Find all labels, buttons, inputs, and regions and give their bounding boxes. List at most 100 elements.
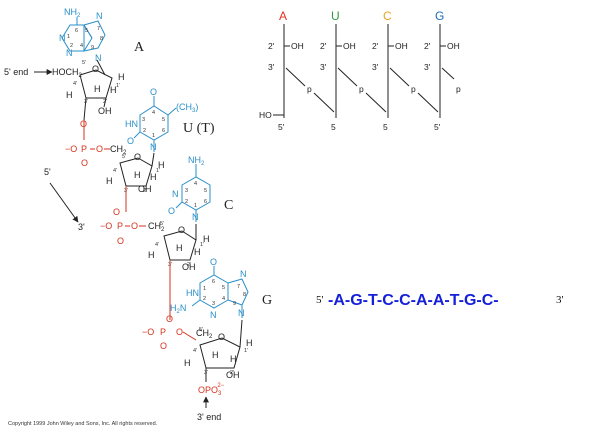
- sugar-position: 5': [122, 154, 126, 160]
- schematic-base-u: U: [331, 9, 340, 23]
- h-atom: H: [106, 176, 113, 186]
- uracil-o2: O: [127, 136, 134, 146]
- three-prime-label: 3': [372, 62, 379, 72]
- two-prime-label: 2': [268, 41, 275, 51]
- three-prime-label: 3': [424, 62, 431, 72]
- oh-group: OH: [226, 370, 240, 380]
- ring-number: 3: [142, 117, 145, 123]
- phosphate-p-label: p: [307, 84, 312, 94]
- schematic-strand: A U C G 2' OH 2' OH 2' OH 2' OH 3' 3' 3'…: [259, 9, 461, 132]
- phosphate-oxygen: O: [117, 236, 124, 246]
- ring-oxygen: O: [92, 64, 99, 74]
- ring-number: 9: [233, 301, 236, 307]
- h-atom: H: [203, 234, 210, 244]
- h-atom: H: [176, 243, 183, 253]
- hoch2-label: HOCH2: [52, 67, 83, 79]
- h-atom: H: [184, 358, 191, 368]
- ring-oxygen: O: [134, 152, 141, 162]
- phosphate-p: P: [117, 221, 123, 231]
- ring-number: 7: [237, 284, 240, 290]
- ring-number: 6: [212, 279, 215, 285]
- ring-oxygen: O: [178, 225, 185, 235]
- h-atom: H: [134, 170, 141, 180]
- three-prime-label: 3': [320, 62, 327, 72]
- h-atom: H: [94, 84, 101, 94]
- ring-number: 5: [162, 117, 165, 123]
- adenine-n7: N: [96, 11, 103, 21]
- five-prime-label: 5': [434, 122, 441, 132]
- adenine-n9: N: [95, 53, 102, 63]
- guanine-amino: H2N: [170, 303, 186, 315]
- adenine-amino: NH2: [64, 7, 81, 19]
- adenine-n3: N: [66, 48, 73, 58]
- ring-number: 6: [204, 199, 207, 205]
- uracil-n1: N: [150, 142, 157, 152]
- five-prime-end-label: 5' end: [4, 67, 28, 77]
- schematic-base-c: C: [383, 9, 392, 23]
- phosphate-o-minus: −O: [142, 327, 154, 337]
- ring-number: 4: [152, 110, 155, 116]
- h-atom: H: [212, 350, 219, 360]
- guanine-o6: O: [210, 257, 217, 267]
- five-label: 5: [331, 122, 336, 132]
- oh-label: OH: [291, 41, 304, 51]
- ring-number: 5: [204, 188, 207, 194]
- ribose-4: CH2 O 5' 4' 3' 2' 1' H H H H OH: [184, 319, 253, 382]
- h-atom: H: [148, 250, 155, 260]
- cytosine-base: NH2 N O N 4 3 2 1 5 6: [168, 155, 211, 222]
- ring-number: 1: [194, 203, 197, 209]
- phosphate-oxygen: O: [80, 119, 87, 129]
- sugar-position: 4': [73, 81, 77, 87]
- phosphate-o-minus: −O: [100, 221, 112, 231]
- sugar-position: 1': [116, 83, 120, 89]
- uracil-hn: HN: [125, 119, 138, 129]
- base-letter-a: A: [134, 40, 145, 55]
- sequence-5-prime: 5': [316, 294, 324, 306]
- two-prime-label: 2': [320, 41, 327, 51]
- sugar-position: 2': [143, 188, 147, 194]
- guanine-n9: N: [238, 308, 245, 318]
- sugar-position: 4': [155, 242, 159, 248]
- phosphate-oxygen: O: [176, 327, 183, 337]
- schematic-base-a: A: [279, 9, 287, 23]
- cytosine-n3: N: [172, 189, 179, 199]
- h-atom: H: [230, 354, 237, 364]
- sugar-position: 4': [193, 348, 197, 354]
- phosphate-2: O −O P O O: [100, 186, 146, 246]
- phosphate-oxygen: O: [166, 314, 173, 324]
- ch2-label: CH2: [110, 144, 127, 156]
- two-prime-label: 2': [372, 41, 379, 51]
- oh-label: OH: [447, 41, 460, 51]
- h-atom: H: [194, 247, 201, 257]
- ring-number: 4: [194, 181, 197, 187]
- phosphate-3: O −O P O O: [142, 260, 197, 351]
- base-letter-c: C: [224, 198, 233, 213]
- ring-number: 1: [152, 133, 155, 139]
- base-letter-u: U (T): [183, 121, 215, 136]
- ring-number: 1: [67, 34, 70, 40]
- ring-number: 3: [185, 188, 188, 194]
- sugar-position: 1': [200, 242, 204, 248]
- phosphate-p-label: p: [359, 84, 364, 94]
- oh-label: OH: [395, 41, 408, 51]
- ring-oxygen: O: [218, 332, 225, 342]
- phosphate-oxygen: O: [160, 341, 167, 351]
- ch2-label: CH2: [148, 221, 165, 233]
- uracil-o4: O: [150, 87, 157, 97]
- h-atom: H: [66, 90, 73, 100]
- uracil-base: O (CH3) HN O N 4 3 2 1 5 6: [125, 87, 198, 152]
- h-atom: H: [158, 160, 165, 170]
- terminal-phosphate: OPO32−: [198, 383, 225, 397]
- sugar-position: 5': [199, 327, 203, 333]
- ho-label: HO: [259, 110, 272, 120]
- ring-number: 2: [203, 296, 206, 302]
- cytosine-n1: N: [192, 212, 199, 222]
- copyright-text: Copyright 1999 John Wiley and Sons, Inc.…: [8, 421, 158, 427]
- ring-number: 2: [143, 128, 146, 134]
- five-label: 5: [383, 122, 388, 132]
- direction-5-label: 5': [44, 167, 51, 177]
- cytosine-o2: O: [168, 206, 175, 216]
- phosphate-o-minus: −O: [65, 144, 77, 154]
- sugar-position: 2': [230, 370, 234, 376]
